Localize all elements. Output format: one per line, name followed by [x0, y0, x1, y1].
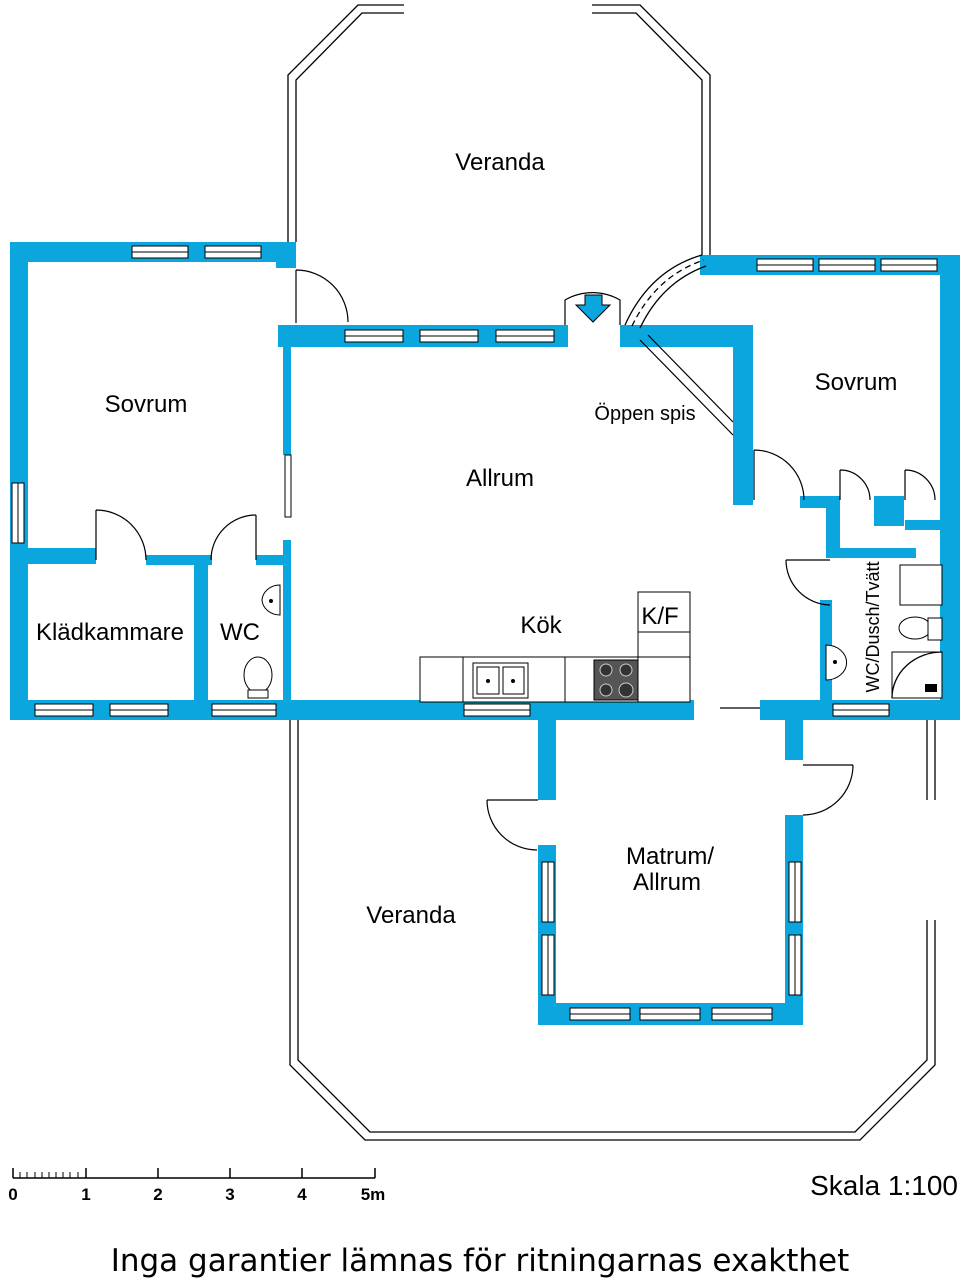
scale-label: Skala 1:100: [810, 1170, 958, 1201]
label-sovrum-left: Sovrum: [105, 391, 188, 418]
washbasin-icon: [261, 584, 281, 616]
window: [11, 482, 25, 544]
sliding-door: [284, 454, 292, 518]
label-veranda-top: Veranda: [455, 149, 545, 176]
label-wc-dusch-tvatt: WC/Dusch/Tvätt: [863, 561, 883, 692]
window: [818, 258, 876, 272]
window: [711, 1007, 773, 1021]
label-allrum: Allrum: [466, 465, 534, 492]
window: [569, 1007, 631, 1021]
window: [756, 258, 814, 272]
window: [832, 703, 890, 717]
label-kok: Kök: [520, 612, 562, 639]
bathroom-fixtures: [825, 564, 943, 699]
scale-tick-5m: 5m: [361, 1185, 386, 1204]
window: [788, 861, 802, 923]
room-labels: Veranda Sovrum Allrum Öppen spis Sovrum …: [36, 149, 897, 929]
scale-tick-0: 0: [8, 1185, 17, 1204]
window: [541, 861, 555, 923]
label-oppen-spis: Öppen spis: [594, 403, 695, 425]
stove-icon: [593, 659, 639, 701]
fireplace-icon: [639, 334, 734, 436]
window: [204, 245, 262, 259]
scale-tick-2: 2: [153, 1185, 162, 1204]
scale-tick-3: 3: [225, 1185, 234, 1204]
window: [109, 703, 169, 717]
entrance-arrow-icon: [574, 294, 612, 323]
kitchen-counter: [419, 591, 691, 703]
sink-icon: [472, 662, 529, 699]
doors: [95, 269, 936, 851]
label-kladkammare: Klädkammare: [36, 619, 184, 646]
disclaimer: Inga garantier lämnas för ritningarnas e…: [110, 1243, 850, 1279]
window: [880, 258, 938, 272]
label-kf: K/F: [641, 603, 678, 630]
windows: [11, 245, 938, 1021]
window: [419, 329, 479, 343]
window: [344, 329, 404, 343]
window: [541, 934, 555, 996]
label-matrum-line1: Matrum/: [626, 843, 714, 870]
label-veranda-bottom: Veranda: [366, 902, 456, 929]
scale-tick-1: 1: [81, 1185, 90, 1204]
window: [34, 703, 94, 717]
veranda-top-outline: [287, 4, 711, 257]
window: [211, 703, 277, 717]
window: [495, 329, 555, 343]
scale-tick-4: 4: [297, 1185, 307, 1204]
curved-window: [624, 254, 707, 329]
window: [463, 703, 531, 717]
label-wc: WC: [220, 619, 260, 646]
toilet-icon: [243, 656, 273, 699]
veranda-bottom-outline: [289, 720, 936, 1141]
label-sovrum-right: Sovrum: [815, 369, 898, 396]
window: [131, 245, 189, 259]
scale-bar: 0 1 2 3 4 5m: [8, 1168, 385, 1204]
label-matrum-line2: Allrum: [633, 869, 701, 896]
window: [788, 934, 802, 996]
window: [639, 1007, 701, 1021]
